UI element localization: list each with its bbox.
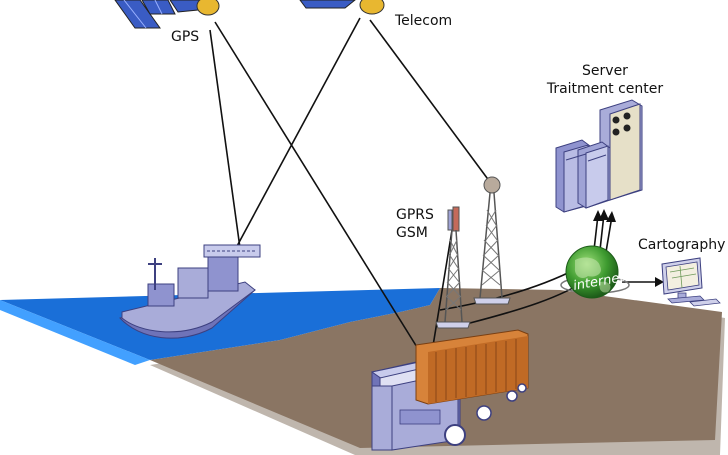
server-icon	[555, 99, 643, 213]
arrowheads	[593, 209, 664, 287]
gprs-label: GPRS	[396, 207, 434, 223]
link-telecom-ship	[235, 17, 361, 249]
gsm-label: GSM	[396, 225, 428, 241]
server-label-line1: Server	[582, 63, 628, 79]
telecom-satellite-icon	[299, 0, 385, 15]
internet-globe-icon	[560, 245, 630, 299]
gprs-antenna-icon	[435, 206, 471, 329]
link-gps-ship	[209, 29, 241, 249]
link-telecom-tower	[369, 19, 491, 183]
link-gps-truck	[214, 21, 421, 353]
sea-area	[0, 288, 440, 365]
server-label-line2: Traitment center	[546, 81, 664, 97]
gps-label: GPS	[171, 29, 200, 45]
ship-icon	[119, 244, 261, 339]
truck-icon	[370, 329, 529, 451]
gsm-tower-icon	[473, 176, 511, 305]
gps-satellite-icon	[114, 0, 220, 29]
telecom-label: Telecom	[395, 13, 453, 29]
cartography-label: Cartography	[638, 237, 726, 253]
cartography-computer-icon	[661, 257, 721, 307]
